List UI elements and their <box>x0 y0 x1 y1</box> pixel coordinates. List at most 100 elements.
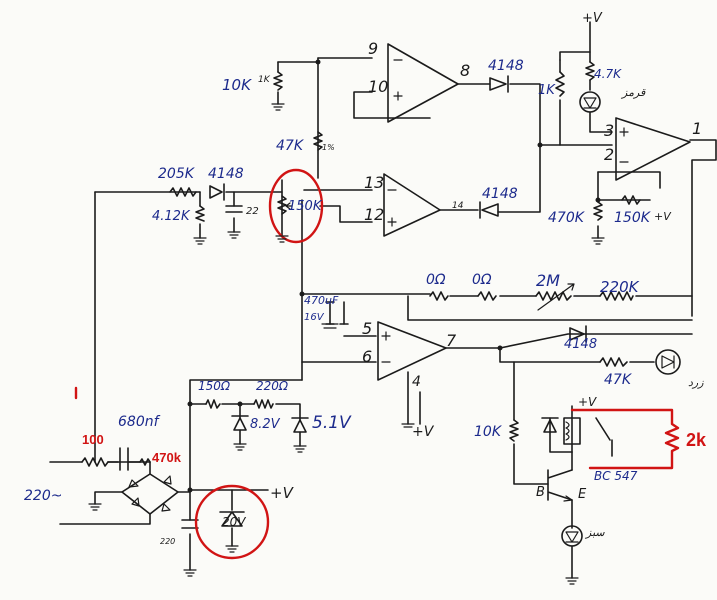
resistor-150-ohm <box>205 399 221 409</box>
wire-led-yellow <box>499 347 601 363</box>
wire-relay-diode <box>549 417 573 453</box>
annotation-relay-resistor <box>570 408 680 470</box>
label-c22: 22 <box>246 206 259 217</box>
diode-4148-b <box>479 201 499 219</box>
zener-8v2 <box>231 415 249 431</box>
label-pin-b: B <box>536 485 545 500</box>
resistor-47k <box>313 131 323 151</box>
label-47k-led: 47K <box>604 372 633 388</box>
label-pin-e: E <box>578 487 587 502</box>
zener-5v1 <box>291 417 309 433</box>
label-2m: 2M <box>536 271 560 290</box>
resistor-10k-base <box>509 419 519 442</box>
label-150k-pot: 150K <box>288 199 323 214</box>
label-470k: 470K <box>548 210 586 226</box>
opamp-d <box>377 321 447 381</box>
ground-symbols <box>88 103 605 585</box>
label-470k-bleed: 470k <box>152 450 182 465</box>
capacitor-680nf <box>107 447 141 471</box>
pin-1: 1 <box>692 119 702 138</box>
pin-6: 6 <box>362 347 372 366</box>
wire-d-inputs <box>301 335 377 363</box>
label-4148-b: 4148 <box>482 186 518 202</box>
resistor-150k <box>621 195 641 205</box>
pin-5: 5 <box>362 319 372 338</box>
pin-12: 12 <box>364 205 384 224</box>
pin-9: 9 <box>368 39 378 58</box>
label-2k: 2k <box>686 430 707 450</box>
resistor-4k12 <box>195 205 205 222</box>
label-20v: 20V <box>222 515 246 529</box>
label-150-ohm: 150Ω <box>198 379 231 393</box>
label-10k: 10K <box>222 76 252 94</box>
wire-reg-gnd <box>239 429 301 447</box>
resistor-100 <box>81 457 109 467</box>
label-470uf: 470uF <box>304 294 339 307</box>
label-1pct: 1% <box>322 143 335 152</box>
label-cap-220: 220 <box>160 537 175 546</box>
label-150k-fb: 150K <box>614 210 652 226</box>
label-16v: 16V <box>304 312 325 323</box>
opamp-a <box>387 43 459 123</box>
resistor-1k <box>555 71 565 97</box>
resistor-470k <box>593 201 603 221</box>
label-8v2: 8.2V <box>250 417 281 432</box>
opamp-b <box>383 173 441 237</box>
pin-14: 14 <box>452 201 464 211</box>
pin-8: 8 <box>460 61 470 80</box>
led-yellow <box>655 349 681 375</box>
wire-vplus-top <box>559 21 591 61</box>
led-green <box>561 525 583 547</box>
pin-10: 10 <box>368 77 388 96</box>
resistor-205k <box>169 187 197 197</box>
label-205k: 205K <box>158 166 196 182</box>
label-0-ohm-a: 0Ω <box>426 272 446 288</box>
potentiometer-2m <box>535 291 572 301</box>
label-47k: 47K <box>276 138 305 154</box>
resistor-470k-bleed <box>139 458 151 466</box>
diode-4148-a <box>489 75 509 93</box>
label-5v1: 5.1V <box>312 413 352 433</box>
led-red <box>579 91 601 113</box>
resistor-0-ohm-a <box>429 291 449 301</box>
wires <box>49 21 717 579</box>
wire-pin12 <box>319 205 373 223</box>
relay <box>563 417 613 457</box>
bridge-rectifier <box>121 473 179 515</box>
wire-c-output <box>689 139 717 317</box>
zener-20v <box>219 511 245 527</box>
pin-13: 13 <box>364 173 384 192</box>
diodes <box>121 75 587 527</box>
label-vplus-bottom: +V <box>412 424 435 440</box>
label-10k-base: 10K <box>474 424 503 440</box>
capacitors <box>107 205 349 529</box>
label-4148-a: 4148 <box>488 58 524 74</box>
label-220-ac: 220~ <box>24 488 62 504</box>
wire-10k-base <box>513 361 549 485</box>
wire-a-diode <box>509 83 541 146</box>
wire-c-feedback <box>597 171 661 189</box>
wire-reg-5v1 <box>275 403 301 421</box>
wire-timer-return <box>407 295 693 321</box>
diode-relay <box>541 417 559 433</box>
pin-7: 7 <box>446 331 457 350</box>
wire-bridge-bottom <box>59 513 151 525</box>
wire-timer-diode <box>499 333 693 349</box>
pin-4: 4 <box>412 374 421 390</box>
resistor-0-ohm-b <box>477 291 497 301</box>
label-0-ohm-b: 0Ω <box>472 272 492 288</box>
resistor-4k7-top <box>585 61 595 81</box>
label-4148-sense: 4148 <box>208 166 244 182</box>
label-vplus-mid: +V <box>270 484 295 502</box>
resistors <box>81 61 641 467</box>
label-yellow: زرد <box>688 376 704 389</box>
label-vplus-relay: +V <box>578 395 597 409</box>
wire-pin10 <box>353 91 431 119</box>
label-4k12: 4.12K <box>152 209 191 224</box>
resistor-47k-led <box>599 357 628 367</box>
pin-3: 3 <box>604 121 614 140</box>
label-1k-small: 1K <box>258 75 271 85</box>
label-vplus-top: +V <box>582 11 603 26</box>
